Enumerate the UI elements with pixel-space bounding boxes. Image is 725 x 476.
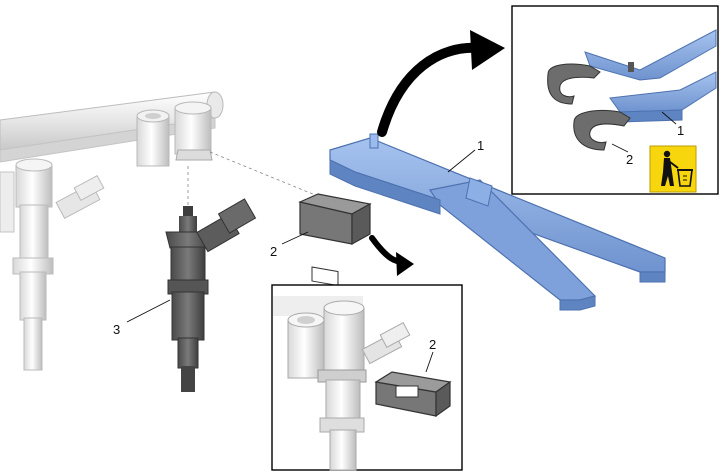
inset-tool-detail: 1 2 [511,5,719,195]
arrow-to-bottom-inset [369,235,414,276]
inset-bottom-label-clip: 2 [429,337,436,352]
retaining-clip [298,193,372,287]
fuel-injector [165,198,257,392]
arrow-to-top-inset [377,30,505,137]
fuel-rail-assembly [0,91,224,371]
callout-label-tool: 1 [477,138,484,153]
callout-label-clip: 2 [270,244,277,259]
callout-leaders [126,149,476,323]
special-tool [329,133,666,311]
alignment-guide-lines [187,151,343,207]
inset-clip-installed: 2 [271,284,463,471]
inset-top-label-clip: 2 [626,152,633,167]
callout-label-injector: 3 [113,322,120,337]
person-disposing-in-bin-icon [649,145,697,193]
inset-top-label-tool: 1 [677,123,684,138]
